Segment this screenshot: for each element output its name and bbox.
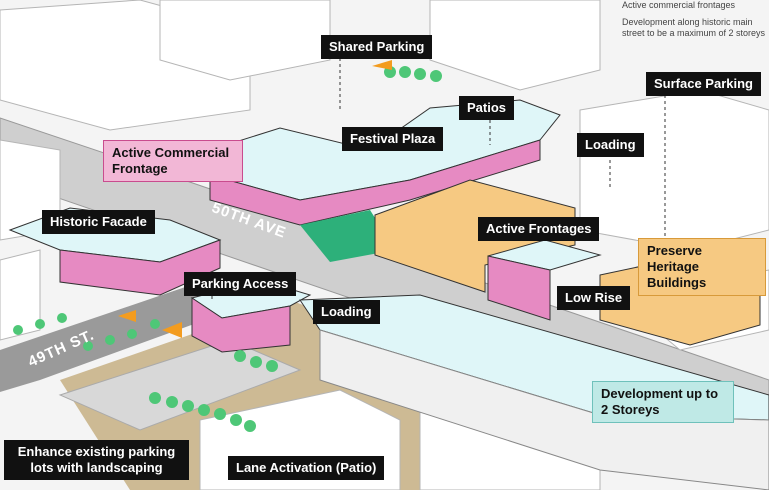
building-parking-access-frontage [191, 297, 291, 353]
building-low-rise-frontage [487, 255, 551, 321]
building-festival-frontage [209, 139, 541, 226]
legend-item-active-frontages: Active commercial frontages [622, 0, 736, 10]
label-preserve-heritage: Preserve Heritage Buildings [638, 238, 766, 296]
label-development-2-storeys: Development up to 2 Storeys [592, 381, 734, 423]
legend-item-max-storeys: Development along historic main street t… [622, 17, 766, 38]
leader-lines [211, 58, 666, 300]
loading-arrow-icon [118, 310, 136, 322]
label-active-commercial-frontage: Active Commercial Frontage [103, 140, 243, 182]
label-shared-parking: Shared Parking [321, 35, 433, 59]
label-patios: Patios [459, 96, 515, 120]
building-historic-frontage [59, 239, 221, 296]
label-enhance-parking: Enhance existing parking lots with lands… [4, 440, 189, 480]
label-low-rise: Low Rise [557, 286, 631, 310]
label-parking-access: Parking Access [184, 272, 297, 296]
shared-parking-arrow-icon [372, 60, 392, 70]
label-loading-top: Loading [577, 133, 644, 157]
parking-lot [58, 339, 302, 431]
festival-plaza-green [300, 210, 395, 262]
label-loading-mid: Loading [313, 300, 380, 324]
label-surface-parking: Surface Parking [646, 72, 761, 96]
parking-access-arrow-icon [162, 322, 182, 338]
label-lane-activation: Lane Activation (Patio) [228, 456, 385, 480]
legend: Active commercial frontages Development … [622, 0, 769, 45]
label-historic-facade: Historic Facade [42, 210, 155, 234]
trees [13, 66, 442, 432]
label-festival-plaza: Festival Plaza [342, 127, 444, 151]
label-active-frontages: Active Frontages [478, 217, 600, 241]
